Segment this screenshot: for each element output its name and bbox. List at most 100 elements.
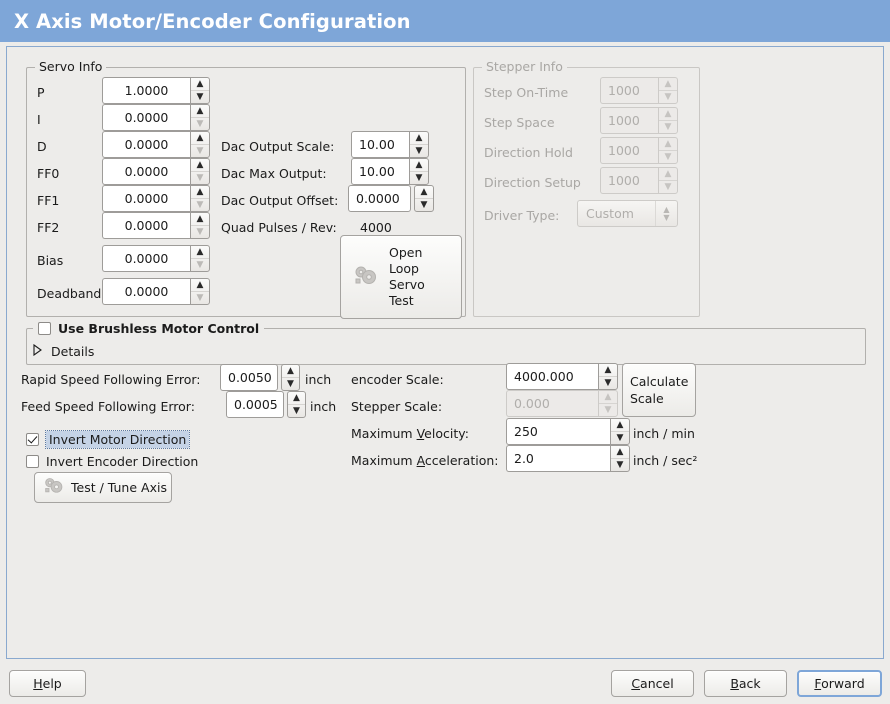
calculate-scale-button[interactable]: Calculate Scale <box>622 363 696 417</box>
servo-spin-d-value[interactable]: 0.0000 <box>102 131 190 158</box>
rapid-speed-error-value[interactable]: 0.0050 <box>220 364 278 391</box>
spin-down-icon[interactable]: ▼ <box>196 172 204 183</box>
forward-button[interactable]: Forward <box>797 670 882 697</box>
spin-up-icon[interactable]: ▲ <box>196 132 204 143</box>
use-brushless-checkbox[interactable]: Use Brushless Motor Control <box>33 321 265 336</box>
checkbox-box[interactable] <box>26 455 39 468</box>
feed-speed-error-buttons[interactable]: ▲ ▼ <box>286 391 306 418</box>
spin-down-icon[interactable]: ▼ <box>415 145 423 156</box>
spin-down-icon[interactable]: ▼ <box>196 259 204 270</box>
dac-output-offset-spin[interactable]: 0.0000 ▲ ▼ <box>348 185 434 212</box>
spin-down-icon[interactable]: ▼ <box>616 459 624 470</box>
max-velocity-spin[interactable]: 250 ▲ ▼ <box>506 418 630 445</box>
servo-spin-deadband[interactable]: 0.0000 ▲ ▼ <box>102 278 210 305</box>
spin-down-icon[interactable]: ▼ <box>196 292 204 303</box>
spin-up-icon[interactable]: ▲ <box>196 105 204 116</box>
servo-spin-ff2[interactable]: 0.0000 ▲ ▼ <box>102 212 210 239</box>
servo-spin-ff0[interactable]: 0.0000 ▲ ▼ <box>102 158 210 185</box>
spin-down-icon[interactable]: ▼ <box>196 199 204 210</box>
servo-spin-i-value[interactable]: 0.0000 <box>102 104 190 131</box>
servo-spin-p-buttons[interactable]: ▲ ▼ <box>190 77 210 104</box>
help-button[interactable]: Help <box>9 670 86 697</box>
spin-up-icon[interactable]: ▲ <box>196 246 204 257</box>
servo-spin-i[interactable]: 0.0000 ▲ ▼ <box>102 104 210 131</box>
servo-spin-ff0-buttons[interactable]: ▲ ▼ <box>190 158 210 185</box>
encoder-scale-value[interactable]: 4000.000 <box>506 363 598 390</box>
action-bar: Help Cancel Back Forward <box>0 659 890 704</box>
spin-down-icon[interactable]: ▼ <box>415 172 423 183</box>
spin-up-icon[interactable]: ▲ <box>196 186 204 197</box>
spin-down-icon[interactable]: ▼ <box>196 226 204 237</box>
max-acceleration-value[interactable]: 2.0 <box>506 445 610 472</box>
spin-down-icon[interactable]: ▼ <box>616 432 624 443</box>
test-tune-axis-button[interactable]: Test / Tune Axis <box>34 472 172 503</box>
spin-up-icon[interactable]: ▲ <box>604 364 612 375</box>
open-loop-servo-test-button[interactable]: Open Loop Servo Test <box>340 235 462 319</box>
encoder-scale-buttons[interactable]: ▲ ▼ <box>598 363 618 390</box>
servo-spin-p-value[interactable]: 1.0000 <box>102 77 190 104</box>
spin-up-icon[interactable]: ▲ <box>196 213 204 224</box>
servo-spin-bias-buttons[interactable]: ▲ ▼ <box>190 245 210 272</box>
encoder-scale-spin[interactable]: 4000.000 ▲ ▼ <box>506 363 618 390</box>
max-velocity-buttons[interactable]: ▲ ▼ <box>610 418 630 445</box>
dac-output-offset-value[interactable]: 0.0000 <box>348 185 411 212</box>
spin-down-icon[interactable]: ▼ <box>286 378 294 389</box>
invert-motor-direction-checkbox[interactable]: Invert Motor Direction <box>26 430 191 449</box>
cancel-button[interactable]: Cancel <box>611 670 694 697</box>
servo-label-ff0: FF0 <box>37 166 60 181</box>
spin-down-icon[interactable]: ▼ <box>196 91 204 102</box>
spin-down-icon[interactable]: ▼ <box>604 377 612 388</box>
dac-output-scale-buttons[interactable]: ▲ ▼ <box>409 131 429 158</box>
dac-max-output-value[interactable]: 10.00 <box>351 158 409 185</box>
servo-spin-ff0-value[interactable]: 0.0000 <box>102 158 190 185</box>
servo-spin-ff1-buttons[interactable]: ▲ ▼ <box>190 185 210 212</box>
spin-down-icon[interactable]: ▼ <box>420 199 428 210</box>
checkbox-box[interactable] <box>26 433 39 446</box>
spin-up-icon[interactable]: ▲ <box>196 78 204 89</box>
feed-speed-error-spin[interactable]: 0.0005 ▲ ▼ <box>226 391 306 418</box>
spin-up-icon[interactable]: ▲ <box>616 419 624 430</box>
triangle-right-icon[interactable] <box>32 343 43 359</box>
spin-down-icon[interactable]: ▼ <box>292 405 300 416</box>
dac-output-scale-spin[interactable]: 10.00 ▲ ▼ <box>351 131 429 158</box>
max-acceleration-buttons[interactable]: ▲ ▼ <box>610 445 630 472</box>
dac-max-output-buttons[interactable]: ▲ ▼ <box>409 158 429 185</box>
feed-speed-error-value[interactable]: 0.0005 <box>226 391 284 418</box>
servo-spin-d[interactable]: 0.0000 ▲ ▼ <box>102 131 210 158</box>
step-on-time-label: Step On-Time <box>484 85 569 100</box>
max-velocity-unit: inch / min <box>633 426 695 441</box>
spin-up-icon[interactable]: ▲ <box>420 186 428 197</box>
servo-spin-d-buttons[interactable]: ▲ ▼ <box>190 131 210 158</box>
dac-max-output-spin[interactable]: 10.00 ▲ ▼ <box>351 158 429 185</box>
servo-spin-bias-value[interactable]: 0.0000 <box>102 245 190 272</box>
servo-spin-ff1[interactable]: 0.0000 ▲ ▼ <box>102 185 210 212</box>
spin-up-icon[interactable]: ▲ <box>196 159 204 170</box>
max-velocity-value[interactable]: 250 <box>506 418 610 445</box>
servo-spin-ff2-buttons[interactable]: ▲ ▼ <box>190 212 210 239</box>
driver-type-combo: Custom ▲▼ <box>577 200 678 227</box>
servo-spin-deadband-value[interactable]: 0.0000 <box>102 278 190 305</box>
spin-up-icon[interactable]: ▲ <box>286 365 294 376</box>
servo-spin-i-buttons[interactable]: ▲ ▼ <box>190 104 210 131</box>
rapid-speed-error-spin[interactable]: 0.0050 ▲ ▼ <box>220 364 300 391</box>
back-button[interactable]: Back <box>704 670 787 697</box>
checkbox-box[interactable] <box>38 322 51 335</box>
spin-up-icon[interactable]: ▲ <box>292 392 300 403</box>
spin-up-icon[interactable]: ▲ <box>616 446 624 457</box>
spin-up-icon[interactable]: ▲ <box>415 132 423 143</box>
dac-output-offset-buttons[interactable]: ▲ ▼ <box>414 185 434 212</box>
spin-down-icon[interactable]: ▼ <box>196 118 204 129</box>
rapid-speed-error-buttons[interactable]: ▲ ▼ <box>280 364 300 391</box>
spin-up-icon[interactable]: ▲ <box>196 279 204 290</box>
servo-spin-p[interactable]: 1.0000 ▲ ▼ <box>102 77 210 104</box>
spin-down-icon[interactable]: ▼ <box>196 145 204 156</box>
dac-output-scale-value[interactable]: 10.00 <box>351 131 409 158</box>
max-acceleration-spin[interactable]: 2.0 ▲ ▼ <box>506 445 630 472</box>
servo-spin-bias[interactable]: 0.0000 ▲ ▼ <box>102 245 210 272</box>
spin-up-icon[interactable]: ▲ <box>415 159 423 170</box>
invert-encoder-direction-checkbox[interactable]: Invert Encoder Direction <box>26 454 198 469</box>
details-expander[interactable]: Details <box>32 343 94 359</box>
servo-spin-ff2-value[interactable]: 0.0000 <box>102 212 190 239</box>
servo-spin-deadband-buttons[interactable]: ▲ ▼ <box>190 278 210 305</box>
servo-spin-ff1-value[interactable]: 0.0000 <box>102 185 190 212</box>
